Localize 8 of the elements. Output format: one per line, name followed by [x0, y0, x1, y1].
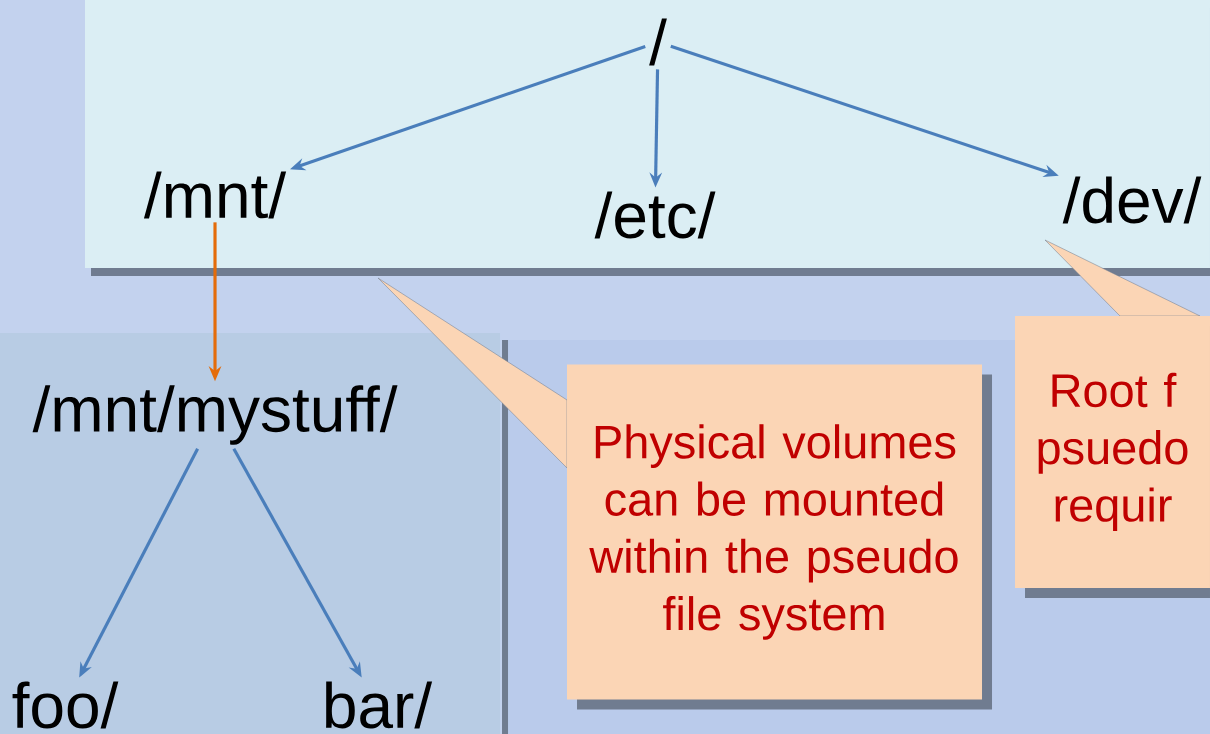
- directory-label: /etc/: [594, 191, 716, 239]
- tree-panel: [0, 333, 500, 734]
- directory-label: foo/: [12, 681, 119, 729]
- header-band: [85, 0, 1210, 276]
- directory-label: /: [649, 18, 667, 66]
- callout-box: Root f psuedo requir: [1015, 239, 1210, 598]
- directory-label: /dev/: [1062, 176, 1202, 224]
- directory-label: /mnt/: [143, 171, 287, 219]
